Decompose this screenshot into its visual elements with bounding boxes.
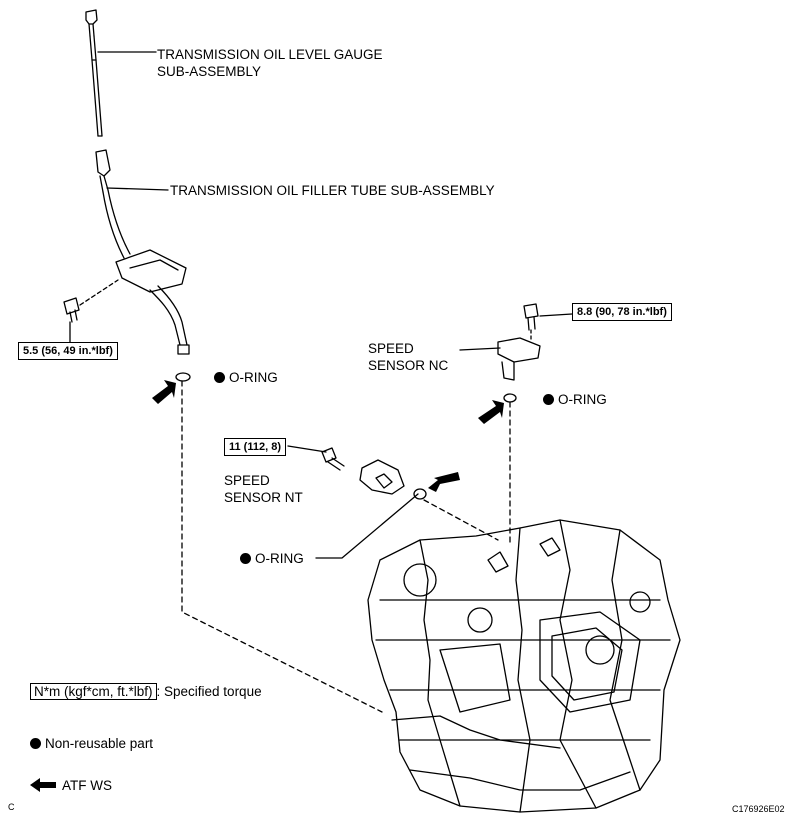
o-ring-label-nt: O-RING — [240, 550, 304, 567]
gauge-label-line1: TRANSMISSION OIL LEVEL GAUGE — [157, 47, 383, 62]
speed-sensor-nc-drawing — [497, 303, 541, 381]
legend-atf: ATF WS — [62, 778, 112, 793]
speed-sensor-nc-line1: SPEED — [368, 341, 414, 356]
legend-nonreusable: Non-reusable part — [30, 735, 153, 752]
filler-tube-label: TRANSMISSION OIL FILLER TUBE SUB-ASSEMBL… — [170, 183, 495, 198]
non-reusable-dot-icon — [240, 553, 251, 564]
speed-sensor-nt-line1: SPEED — [224, 473, 270, 488]
non-reusable-dot-icon — [543, 394, 554, 405]
o-ring-speed-sensor-nc — [503, 393, 517, 403]
legend-torque-text: : Specified torque — [156, 684, 262, 699]
o-ring-text: O-RING — [229, 370, 278, 385]
legend-torque-box: N*m (kgf*cm, ft.*lbf) — [30, 683, 157, 700]
illustration-code: C176926E02 — [732, 804, 785, 814]
torque-filler-bolt: 5.5 (56, 49 in.*lbf) — [18, 342, 118, 360]
corner-letter: C — [8, 802, 15, 812]
legend-nonreusable-text: Non-reusable part — [45, 736, 154, 751]
torque-nc-bolt: 8.8 (90, 78 in.*lbf) — [572, 303, 672, 321]
non-reusable-dot-icon — [30, 738, 41, 749]
oil-filler-tube-drawing — [95, 149, 190, 355]
speed-sensor-nt-line2: SENSOR NT — [224, 490, 303, 505]
speed-sensor-nt-label: SPEED SENSOR NT — [224, 472, 303, 506]
o-ring-label-nc: O-RING — [543, 391, 607, 408]
o-ring-text: O-RING — [255, 551, 304, 566]
arrow-icon-nt-oring — [428, 472, 460, 492]
arrow-icon-legend — [30, 778, 56, 792]
o-ring-text: O-RING — [558, 392, 607, 407]
arrow-icon-filler-oring — [152, 380, 176, 404]
filler-tube-bolt-drawing — [63, 297, 80, 323]
o-ring-filler-tube — [175, 372, 191, 382]
gauge-label: TRANSMISSION OIL LEVEL GAUGE SUB-ASSEMBL… — [157, 46, 383, 80]
speed-sensor-nc-line2: SENSOR NC — [368, 358, 449, 373]
speed-sensor-nc-label: SPEED SENSOR NC — [368, 340, 448, 374]
gauge-label-line2: SUB-ASSEMBLY — [157, 64, 262, 79]
non-reusable-dot-icon — [214, 372, 225, 383]
o-ring-speed-sensor-nt — [413, 488, 427, 500]
arrow-icon-nc-oring — [478, 400, 504, 424]
o-ring-label-filler: O-RING — [214, 369, 278, 386]
transmission-assembly-drawing — [367, 519, 681, 813]
torque-nt-bolt: 11 (112, 8) — [224, 438, 286, 456]
oil-level-gauge-drawing — [85, 9, 103, 137]
legend-torque: N*m (kgf*cm, ft.*lbf): Specified torque — [30, 683, 262, 700]
speed-sensor-nt-drawing — [321, 447, 405, 495]
